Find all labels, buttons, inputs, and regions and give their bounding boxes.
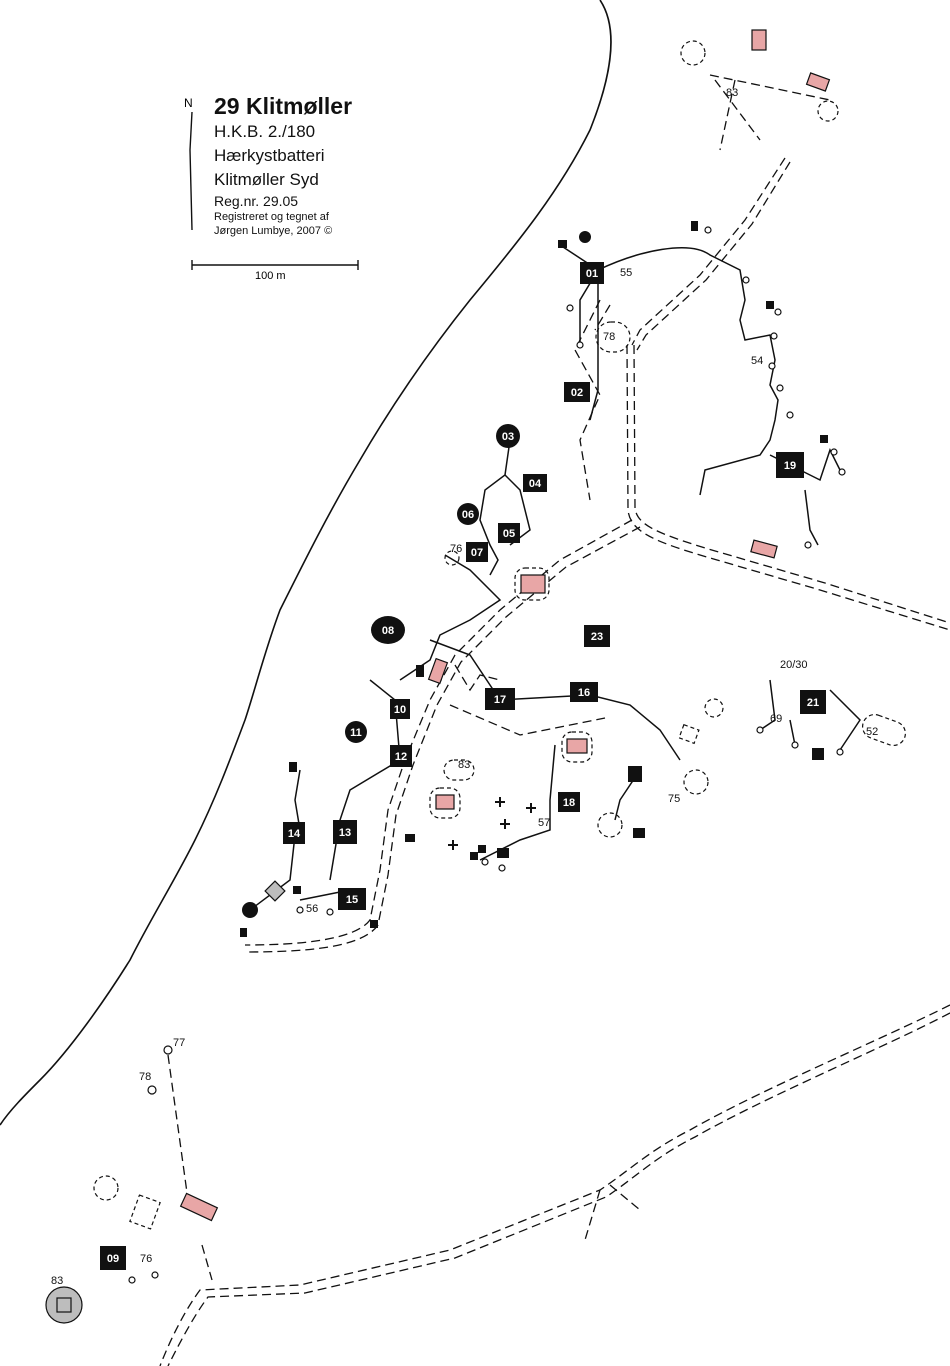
svg-text:54: 54: [751, 355, 763, 367]
svg-text:75: 75: [668, 793, 680, 805]
bunker-21: 21: [800, 690, 826, 714]
bunker-23: 23: [584, 625, 610, 647]
bunker-09: 09: [100, 1246, 126, 1270]
reg-number: Reg.nr. 29.05: [214, 193, 299, 209]
svg-text:57: 57: [538, 817, 550, 829]
svg-text:78: 78: [603, 331, 615, 343]
legend: 29 Klitmøller H.K.B. 2./180 Hærkystbatte…: [214, 92, 352, 238]
crosses: [448, 797, 536, 850]
svg-text:11: 11: [350, 727, 362, 739]
svg-text:78: 78: [139, 1071, 151, 1083]
brick-structures: [179, 29, 831, 1222]
svg-text:83: 83: [726, 87, 738, 99]
cable-lines: [249, 244, 861, 911]
battery-code: H.K.B. 2./180: [214, 122, 316, 141]
svg-text:18: 18: [563, 797, 575, 809]
svg-text:19: 19: [784, 460, 796, 472]
bunker-19: 19: [776, 452, 804, 478]
bunker-12: 12: [390, 745, 412, 767]
svg-text:02: 02: [571, 387, 583, 399]
map-title: 29 Klitmøller: [214, 93, 353, 119]
small-structures: [240, 221, 828, 937]
credit-line-2: Jørgen Lumbye, 2007 ©: [214, 225, 333, 237]
bunker-13: 13: [333, 820, 357, 844]
bunker-08: 08: [371, 616, 405, 644]
svg-text:76: 76: [450, 543, 462, 555]
svg-text:83: 83: [458, 759, 470, 771]
svg-text:21: 21: [807, 697, 819, 709]
bunker-10: 10: [390, 699, 410, 719]
svg-text:14: 14: [288, 828, 301, 840]
bunker-01: 01: [580, 262, 604, 284]
svg-text:16: 16: [578, 687, 590, 699]
svg-text:69: 69: [770, 713, 782, 725]
svg-text:09: 09: [107, 1253, 119, 1265]
bunker-18: 18: [558, 792, 580, 812]
svg-text:06: 06: [462, 509, 474, 521]
svg-text:83: 83: [51, 1275, 63, 1287]
bunker-07: 07: [466, 542, 488, 562]
scale-label: 100 m: [255, 270, 286, 282]
dashed-enclosures: [93, 40, 906, 1230]
scale-bar-graphic: [189, 111, 359, 270]
svg-text:01: 01: [586, 268, 598, 280]
north-arrow: N: [184, 96, 193, 110]
site-name: Klitmøller Syd: [214, 170, 319, 189]
svg-text:20/30: 20/30: [780, 659, 808, 671]
svg-text:23: 23: [591, 631, 603, 643]
bunker-14: 14: [283, 822, 305, 844]
bunker-05: 05: [498, 523, 520, 543]
svg-text:10: 10: [394, 704, 406, 716]
bunker-03: 03: [496, 424, 520, 448]
coastline: [0, 0, 612, 1126]
svg-text:56: 56: [306, 903, 318, 915]
number-labels: 76 78 55 54 69 52 57 56 83 75 76 77 78 8…: [51, 87, 878, 1287]
svg-text:76: 76: [140, 1253, 152, 1265]
bunker-06: 06: [457, 503, 479, 525]
grey-structures: [45, 880, 286, 1324]
svg-text:08: 08: [382, 625, 394, 637]
svg-text:12: 12: [395, 751, 407, 763]
svg-text:05: 05: [503, 528, 515, 540]
bunker-11: 11: [345, 721, 367, 743]
svg-text:15: 15: [346, 894, 358, 906]
bunkers: 01 02 03 04 05 06 07 08 09 10 11 12 13 1…: [100, 262, 826, 1270]
credit-line-1: Registreret og tegnet af: [214, 211, 329, 223]
battery-type: Hærkystbatteri: [214, 146, 325, 165]
svg-text:04: 04: [529, 478, 542, 490]
bunker-17: 17: [485, 688, 515, 710]
bunker-15: 15: [338, 888, 366, 910]
bunker-04: 04: [523, 474, 547, 492]
svg-text:77: 77: [173, 1037, 185, 1049]
svg-text:07: 07: [471, 547, 483, 559]
bunker-02: 02: [564, 382, 590, 402]
svg-text:55: 55: [620, 267, 632, 279]
svg-text:03: 03: [502, 431, 514, 443]
svg-text:52: 52: [866, 726, 878, 738]
bunker-16: 16: [570, 682, 598, 702]
posts: [128, 226, 846, 1284]
svg-text:17: 17: [494, 694, 506, 706]
svg-text:13: 13: [339, 827, 351, 839]
tracks: [159, 74, 950, 1366]
